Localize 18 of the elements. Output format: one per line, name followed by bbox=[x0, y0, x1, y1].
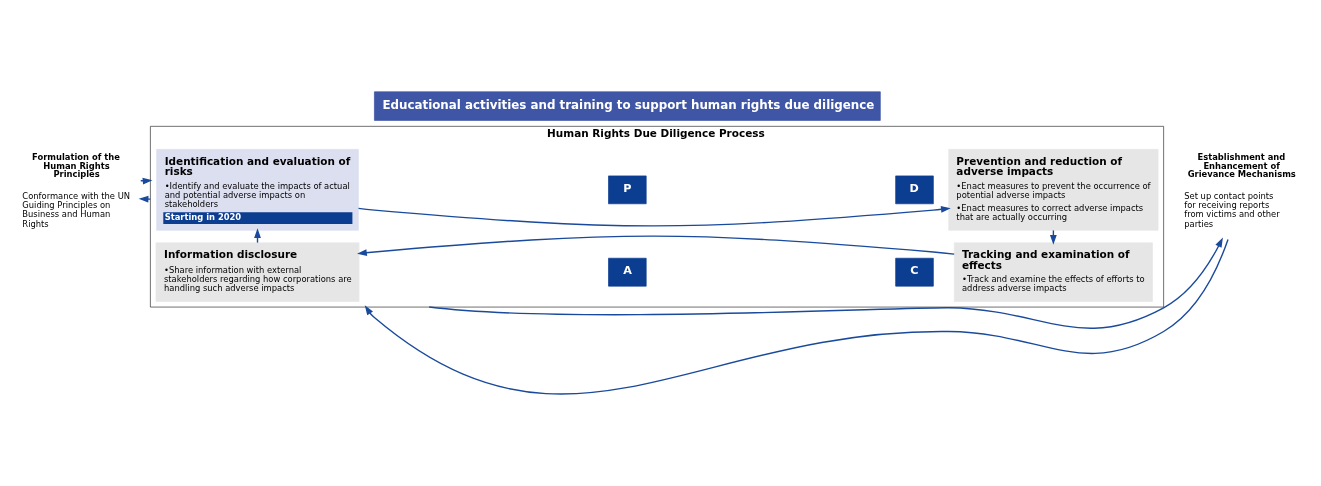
arrow bbox=[364, 238, 1229, 395]
node-box: Educational activities and training to support human rights due diligence bbox=[374, 91, 881, 121]
node-box: Prevention and reduction of adverse impacts •Enact measures to prevent the occurrence of potential adverse impacts •Enact measures to correct adverse impacts that are actually occurring bbox=[948, 149, 1159, 231]
arrow bbox=[138, 195, 152, 203]
node-box: D bbox=[895, 175, 934, 205]
node-box: Tracking and examination of effects •Track and examine the effects of efforts to address adverse impacts bbox=[953, 242, 1153, 302]
node-label: Set up contact points for receiving reports from victims and other parties bbox=[1184, 191, 1280, 229]
arrow bbox=[357, 235, 955, 257]
node-box: C bbox=[895, 257, 934, 287]
arrow bbox=[357, 205, 951, 227]
arrow bbox=[428, 237, 1223, 329]
node-box: A bbox=[608, 257, 647, 287]
node-box: P bbox=[608, 175, 647, 205]
node-label: Conformance with the UN Guiding Principles on Business and Human Rights bbox=[22, 191, 131, 229]
node-box: Information disclosure •Share information with external stakeholders regarding how corporations are handling such adverse impacts bbox=[155, 242, 360, 302]
node-box: Identification and evaluation of risks •Identify and evaluate the impacts of actual and potential adverse impacts on stakeholders Starting in 2020 bbox=[156, 149, 359, 231]
node-text: Formulation of the Human Rights Principles bbox=[32, 152, 120, 179]
node-text: Establishment and Enhancement of Grievance Mechanisms bbox=[1187, 152, 1296, 179]
